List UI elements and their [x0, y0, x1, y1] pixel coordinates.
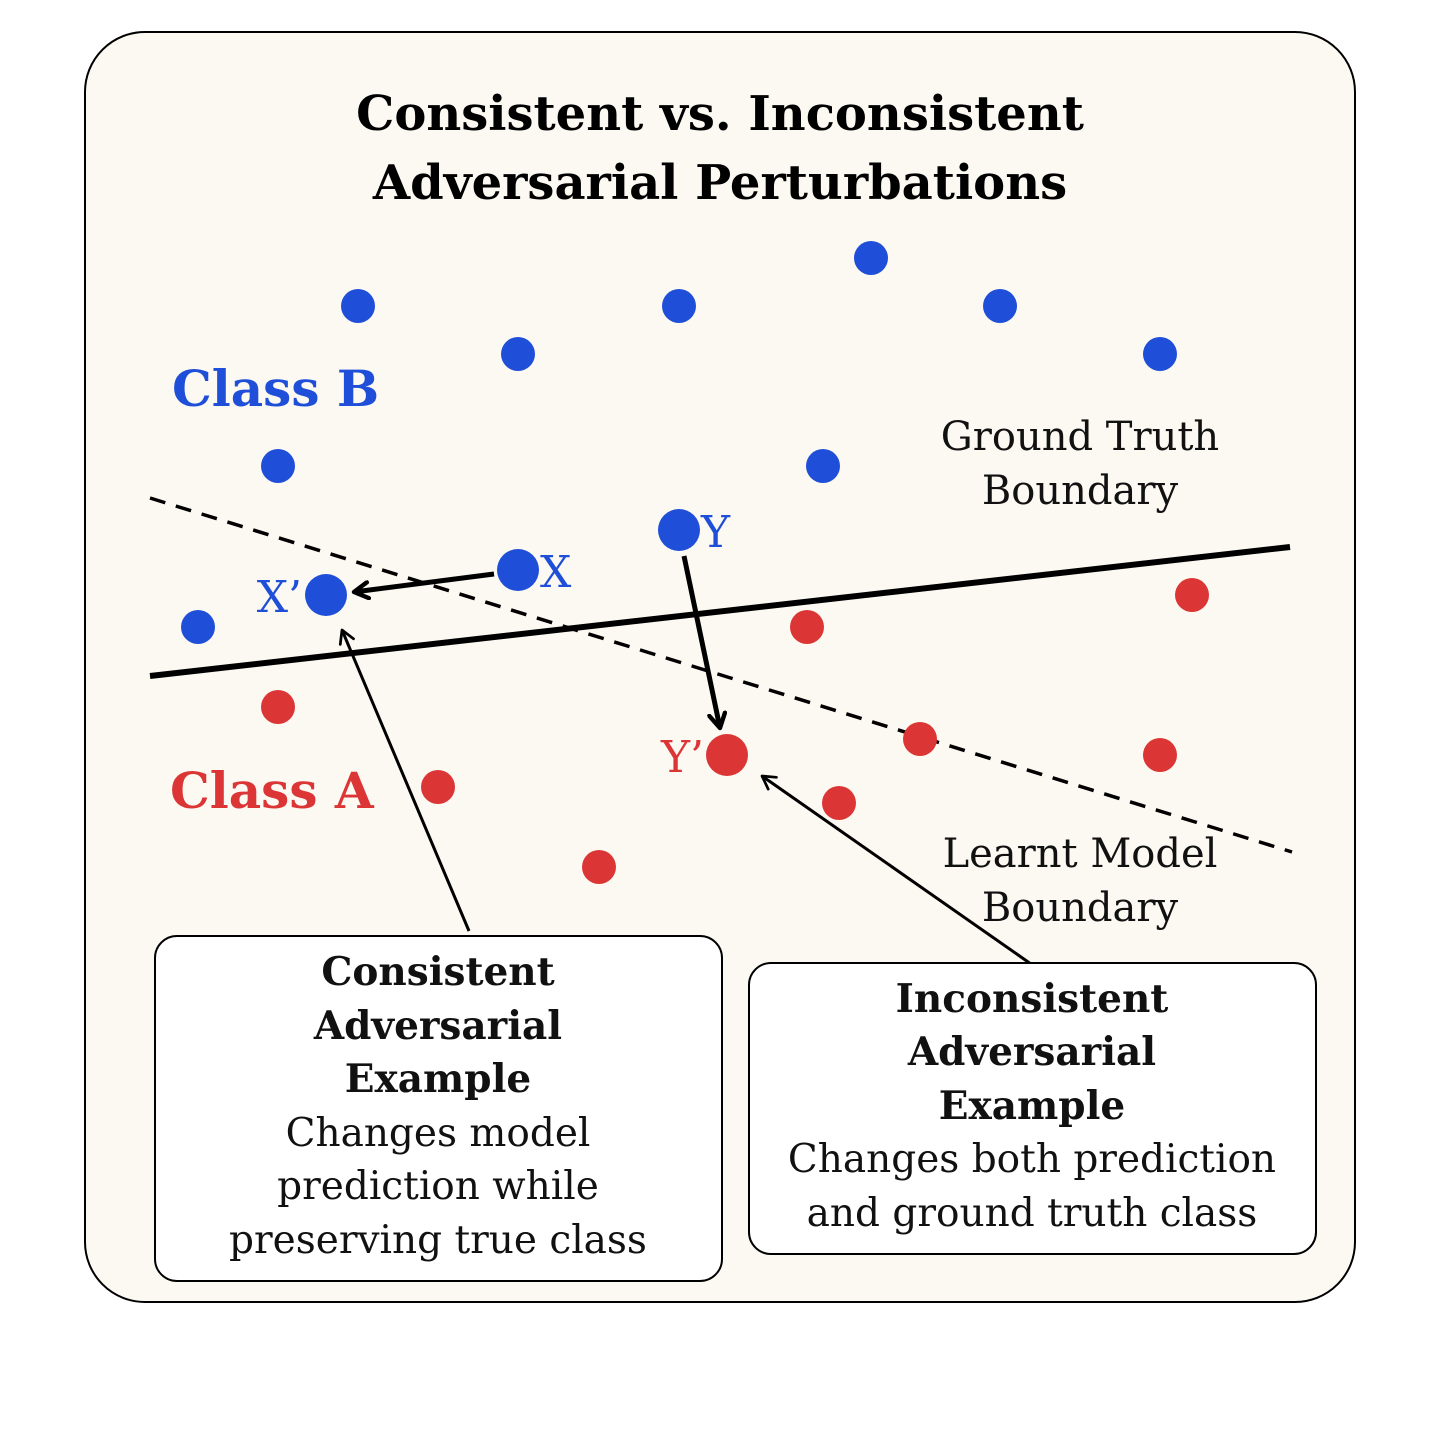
- class-a-point: [903, 722, 937, 756]
- inconsistent-box-desc-line2: and ground truth class: [807, 1191, 1258, 1236]
- diagram-title-line1: Consistent vs. Inconsistent: [356, 86, 1084, 142]
- ground-truth-boundary-label-line1: Ground Truth: [941, 414, 1219, 460]
- callout-arrow-consistent: [338, 628, 471, 932]
- point-x-prime-label: X’: [257, 572, 302, 623]
- inconsistent-box-title-line3: Example: [939, 1083, 1125, 1129]
- class-a-point: [421, 770, 455, 804]
- consistent-box-title-line2: Adversarial: [313, 1003, 562, 1049]
- consistent-example-box: Consistent Adversarial Example Changes m…: [154, 935, 723, 1282]
- learnt-model-boundary-label-line2: Boundary: [982, 885, 1179, 931]
- inconsistent-example-box: Inconsistent Adversarial Example Changes…: [748, 962, 1317, 1255]
- perturbation-arrow-x: [354, 571, 495, 592]
- class-b-point: [181, 610, 215, 644]
- point-y: [658, 509, 700, 551]
- class-b-point: [341, 289, 375, 323]
- ground-truth-boundary-label-line2: Boundary: [982, 468, 1179, 514]
- class-a-label: Class A: [170, 761, 375, 820]
- class-a-points: [261, 578, 1209, 884]
- learnt-model-boundary-line: [149, 496, 1293, 854]
- class-a-point: [1175, 578, 1209, 612]
- inconsistent-box-title-line1: Inconsistent: [896, 976, 1169, 1022]
- consistent-box-title-line3: Example: [345, 1056, 531, 1102]
- point-x: [497, 549, 539, 591]
- point-y-prime-label: Y’: [660, 732, 704, 783]
- point-y-label: Y: [700, 507, 731, 558]
- point-x-label: X: [540, 547, 572, 598]
- class-b-point: [806, 449, 840, 483]
- consistent-box-desc-line2: prediction while: [277, 1164, 599, 1209]
- class-b-point: [983, 289, 1017, 323]
- inconsistent-box-desc-line1: Changes both prediction: [788, 1137, 1276, 1182]
- consistent-box-frame: [154, 935, 723, 1282]
- point-x-prime: [305, 574, 347, 616]
- class-a-point: [822, 786, 856, 820]
- class-b-point: [261, 449, 295, 483]
- class-b-point: [1143, 337, 1177, 371]
- inconsistent-box-title-line2: Adversarial: [907, 1029, 1156, 1075]
- class-b-point: [854, 241, 888, 275]
- class-a-point: [790, 610, 824, 644]
- consistent-box-title-line1: Consistent: [321, 949, 554, 995]
- perturbation-arrow-y: [681, 555, 720, 728]
- consistent-box-desc-line1: Changes model: [286, 1111, 591, 1156]
- diagram-title-line2: Adversarial Perturbations: [372, 155, 1067, 211]
- consistent-box-desc-line3: preserving true class: [229, 1218, 647, 1263]
- callout-arrow-inconsistent: [760, 774, 1032, 966]
- class-b-point: [662, 289, 696, 323]
- learnt-model-boundary-label-line1: Learnt Model: [943, 831, 1218, 877]
- point-y-prime: [706, 734, 748, 776]
- inconsistent-box-frame: [748, 962, 1317, 1255]
- class-b-point: [501, 337, 535, 371]
- class-a-point: [1143, 738, 1177, 772]
- ground-truth-boundary-line: [149, 544, 1291, 679]
- class-a-point: [261, 690, 295, 724]
- class-b-label: Class B: [172, 359, 379, 418]
- class-b-points: [181, 241, 1177, 644]
- class-a-point: [582, 850, 616, 884]
